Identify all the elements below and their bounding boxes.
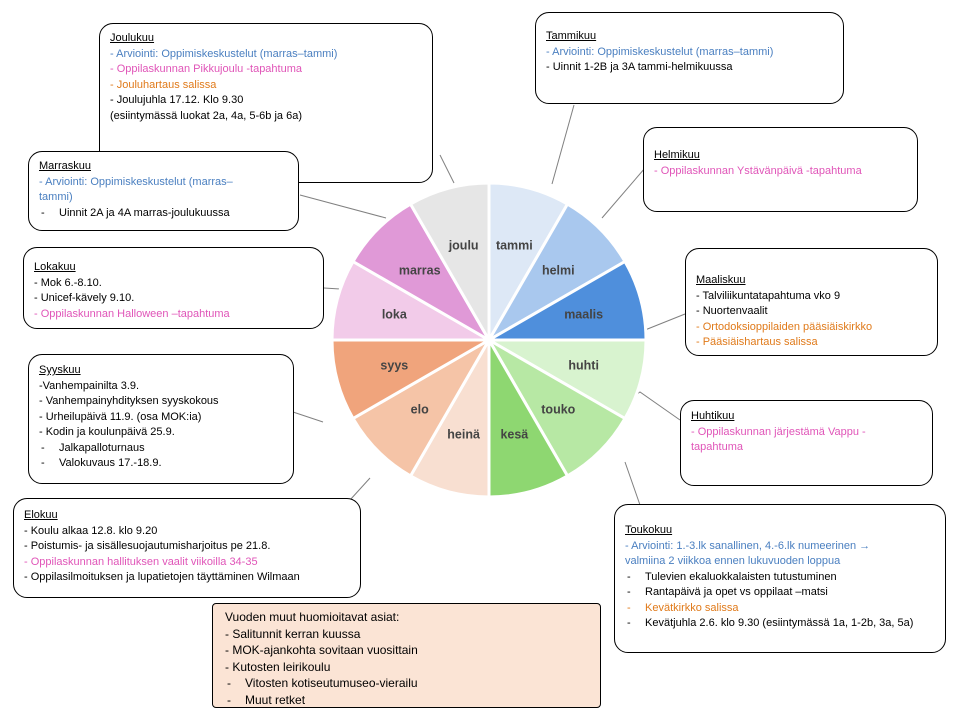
box-line: - Mok 6.-8.10.	[34, 276, 102, 289]
box-line: - Talviliikuntatapahtuma vko 9	[696, 289, 841, 302]
box-elokuu: Elokuu - Koulu alkaa 12.8. klo 9.20 - Po…	[13, 498, 361, 598]
box-line: Kevätjuhla 2.6. klo 9.30 (esiintymässä 1…	[625, 616, 935, 632]
box-line: Tulevien ekaluokkalaisten tutustuminen	[625, 570, 935, 586]
wheel-label-huhti: huhti	[568, 358, 599, 372]
box-syyskuu: Syyskuu -Vanhempainilta 3.9. - Vanhempai…	[28, 354, 294, 484]
box-muut-huomioitavat: Vuoden muut huomioitavat asiat: - Salitu…	[212, 603, 601, 708]
box-line: - Unicef-kävely 9.10.	[34, 292, 135, 304]
box-line: Muut retket	[225, 692, 588, 709]
box-title: Vuoden muut huomioitavat asiat:	[225, 610, 400, 624]
box-line: Kevätkirkko salissa	[625, 601, 935, 617]
wheel-label-joulu: joulu	[448, 238, 479, 252]
box-line: Uinnit 2A ja 4A marras-joulukuussa	[39, 206, 288, 222]
box-line: - Joulujuhla 17.12. Klo 9.30	[110, 94, 244, 106]
box-title: Tammikuu	[546, 30, 597, 42]
box-lokakuu: Lokakuu - Mok 6.-8.10. - Unicef-kävely 9…	[23, 247, 324, 329]
box-title: Elokuu	[24, 509, 58, 521]
box-tammikuu: Tammikuu - Arviointi: Oppimiskeskustelut…	[535, 12, 844, 104]
box-title: Marraskuu	[39, 160, 91, 172]
wheel-label-loka: loka	[382, 308, 408, 322]
box-marraskuu: Marraskuu - Arviointi: Oppimiskeskustelu…	[28, 151, 299, 231]
box-title: Lokakuu	[34, 261, 76, 273]
wheel-label-syys: syys	[380, 358, 408, 372]
connector-line	[551, 104, 575, 185]
connector-line	[292, 411, 324, 423]
box-line: - Salitunnit kerran kuussa	[225, 626, 361, 641]
box-line: - Oppilaskunnan Halloween –tapahtuma	[34, 307, 230, 320]
box-line: - Nuortenvaalit	[696, 305, 768, 317]
box-helmikuu: Helmikuu - Oppilaskunnan Ystävänpäivä -t…	[643, 127, 918, 212]
wheel-label-heina: heinä	[447, 428, 480, 442]
box-line: - Arviointi: Oppimiskeskustelut (marras–…	[110, 47, 338, 60]
wheel-label-elo: elo	[411, 402, 429, 416]
box-huhtikuu: Huhtikuu - Oppilaskunnan järjestämä Vapp…	[680, 400, 933, 486]
box-line: Valokuvaus 17.-18.9.	[39, 456, 283, 472]
wheel-label-kesa: kesä	[500, 428, 528, 442]
box-line: - MOK-ajankohta sovitaan vuosittain	[225, 643, 418, 657]
connector-line	[601, 167, 646, 219]
connector-line	[349, 477, 371, 501]
box-title: Syyskuu	[39, 364, 81, 376]
box-line: - Jouluhartaus salissa	[110, 78, 217, 91]
wheel-label-maalis: maalis	[564, 308, 603, 322]
wheel-label-helmi: helmi	[542, 264, 575, 278]
connector-line	[299, 194, 387, 219]
box-title: Joulukuu	[110, 32, 155, 44]
box-line: - Poistumis- ja sisällesuojautumisharjoi…	[24, 540, 271, 552]
connector-line	[624, 461, 641, 506]
box-line: Vitosten kotiseutumuseo-vierailu	[225, 675, 588, 692]
box-line: - Urheilupäivä 11.9. (osa MOK:ia)	[39, 410, 202, 423]
box-title: Helmikuu	[654, 149, 700, 161]
box-line: valmiina 2 viikkoa ennen lukuvuoden lopp…	[625, 555, 841, 567]
connector-line	[439, 154, 455, 184]
wheel-label-marras: marras	[399, 264, 441, 278]
box-line: - Arviointi: Oppimiskeskustelut (marras–	[39, 175, 233, 188]
box-line: tapahtuma	[691, 441, 743, 453]
box-line: Rantapäivä ja opet vs oppilaat –matsi	[625, 585, 935, 601]
box-line: - Arviointi: Oppimiskeskustelut (marras–…	[546, 45, 774, 58]
connector-line	[644, 313, 686, 331]
connector-line	[323, 287, 341, 290]
box-line: tammi)	[39, 191, 73, 203]
box-line: - Pääsiäishartaus salissa	[696, 336, 818, 348]
box-line: Jalkapalloturnaus	[39, 441, 283, 457]
box-line: - Oppilaskunnan Pikkujoulu -tapahtuma	[110, 63, 303, 75]
box-line: - Arviointi: 1.-3.lk sanallinen, 4.-6.lk…	[625, 539, 871, 552]
box-line: - Oppilaskunnan Ystävänpäivä -tapahtuma	[654, 164, 862, 177]
box-line: -Vanhempainilta 3.9.	[39, 379, 140, 392]
wheel-label-touko: touko	[541, 402, 575, 416]
box-line: - Koulu alkaa 12.8. klo 9.20	[24, 524, 158, 537]
box-line: - Vanhempainyhdityksen syyskokous	[39, 395, 219, 407]
wheel-label-tammi: tammi	[496, 238, 533, 252]
box-title: Maaliskuu	[696, 274, 746, 286]
box-line: - Uinnit 1-2B ja 3A tammi-helmikuussa	[546, 61, 733, 73]
box-title: Huhtikuu	[691, 410, 735, 422]
box-line: - Oppilasilmoituksen ja lupatietojen täy…	[24, 571, 300, 583]
box-toukokuu: Toukokuu - Arviointi: 1.-3.lk sanallinen…	[614, 504, 946, 653]
wheel-segment-joulu	[408, 181, 491, 346]
box-line: - Kodin ja koulunpäivä 25.9.	[39, 426, 175, 438]
box-maaliskuu: Maaliskuu - Talviliikuntatapahtuma vko 9…	[685, 248, 938, 356]
box-line: - Oppilaskunnan järjestämä Vappu -	[691, 425, 866, 438]
box-line: - Kutosten leirikoulu	[225, 659, 331, 674]
box-line: (esiintymässä luokat 2a, 4a, 5-6b ja 6a)	[110, 109, 302, 122]
box-title: Toukokuu	[625, 524, 673, 536]
box-line: - Ortodoksioppilaiden pääsiäiskirkko	[696, 320, 873, 333]
box-line: - Oppilaskunnan hallituksen vaalit viiko…	[24, 555, 258, 568]
